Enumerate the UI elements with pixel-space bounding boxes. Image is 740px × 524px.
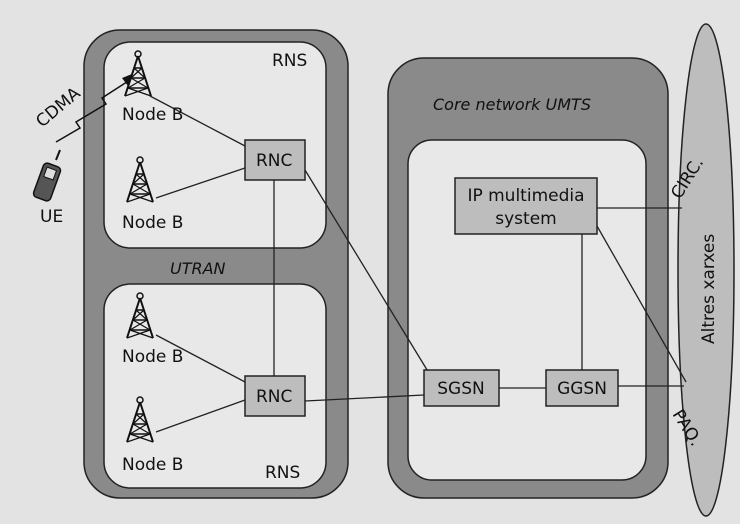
link-nodeb1-rnc1 — [149, 95, 246, 147]
rnc-top-label: RNC — [256, 151, 292, 171]
ue-label: UE — [40, 207, 63, 227]
external-networks-label: Altres xarxes — [699, 234, 719, 344]
link-rnc1-sgsn — [304, 169, 433, 379]
ims-box — [454, 177, 598, 235]
sgsn-label: SGSN — [437, 379, 484, 399]
rns-bottom-panel — [103, 283, 327, 489]
rnc-bottom-label: RNC — [256, 387, 292, 407]
rns-top-label: RNS — [272, 51, 307, 71]
link-nodeb4-rnc2 — [155, 399, 246, 433]
node-b-3-label: Node B — [122, 347, 183, 367]
ims-label-line2: system — [495, 209, 556, 229]
link-rnc2-sgsn — [304, 394, 425, 402]
ue-phone-icon — [32, 149, 62, 202]
external-networks-ellipse — [677, 23, 735, 517]
node-b-2-label: Node B — [122, 213, 183, 233]
link-ims-paq — [596, 225, 687, 383]
connection-lines — [149, 95, 687, 433]
rns-bottom-label: RNS — [265, 463, 300, 483]
ggsn-box — [545, 369, 619, 407]
rnc-bottom-box — [244, 375, 306, 417]
node-b-4-label: Node B — [122, 455, 183, 475]
core-network-title: Core network UMTS — [433, 95, 591, 114]
radio-link-arrowhead — [122, 74, 132, 86]
link-nodeb3-rnc2 — [155, 334, 246, 383]
radio-link-zigzag — [55, 79, 131, 143]
ggsn-label: GGSN — [557, 379, 607, 399]
rnc-top-box — [244, 139, 306, 181]
node-b-1-label: Node B — [122, 105, 183, 125]
utran-label: UTRAN — [170, 259, 226, 278]
sgsn-box — [423, 369, 500, 407]
link-nodeb2-rnc1 — [155, 167, 246, 199]
ims-label-line1: IP multimedia — [467, 186, 584, 206]
